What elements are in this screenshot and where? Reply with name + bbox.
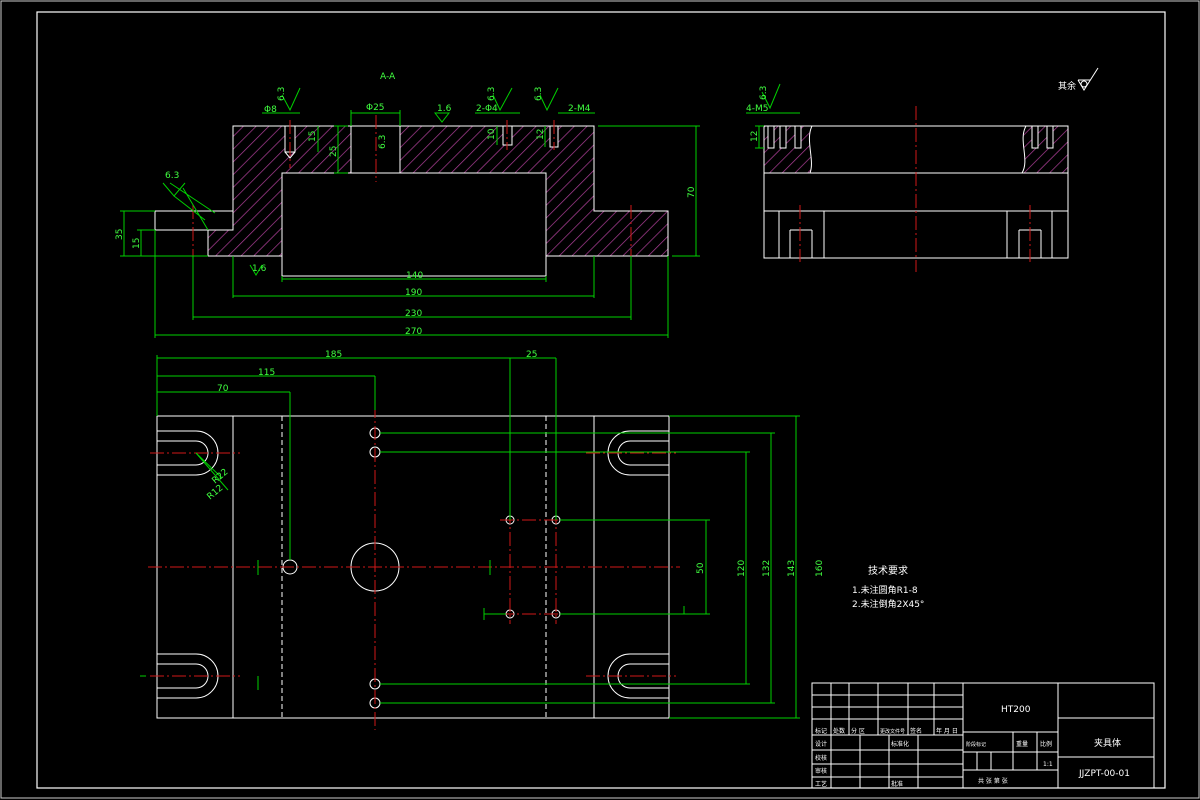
roughness-6.3-side: 6.3 (759, 86, 769, 100)
side-dim-12: 12 (750, 131, 760, 142)
dim-10: 10 (487, 128, 497, 140)
dim-2phi4: 2-Φ4 (476, 104, 498, 114)
dim-4m5: 4-M5 (746, 104, 768, 114)
dim-25: 25 (329, 146, 339, 157)
dim-120: 120 (737, 560, 747, 577)
dim-190: 190 (405, 288, 422, 298)
dim-185: 185 (325, 350, 342, 360)
dim-70-top: 70 (217, 384, 229, 394)
roughness-1.6-bottom: 1.6 (252, 264, 267, 274)
tb-scale: 比例 (1040, 740, 1052, 748)
dim-115: 115 (258, 368, 275, 378)
dim-270: 270 (405, 327, 422, 337)
tb-approve: 批准 (891, 780, 903, 788)
tech-line-1: 1.未注圆角R1-8 (852, 584, 918, 596)
tb-check: 校核 (815, 754, 827, 762)
part-name: 夹具体 (1094, 737, 1121, 749)
roughness-1.6-top: 1.6 (437, 104, 452, 114)
dim-35: 35 (115, 229, 125, 240)
tb-date: 年 月 日 (936, 727, 958, 735)
tb-stage: 阶段标记 (966, 741, 986, 748)
tb-sign: 签名 (910, 727, 922, 735)
dim-230: 230 (405, 309, 422, 319)
roughness-6.3-left: 6.3 (277, 87, 287, 101)
dim-143: 143 (787, 560, 797, 577)
tb-count: 处数 (833, 727, 845, 735)
tech-title: 技术要求 (868, 564, 908, 577)
tb-std: 标准化 (891, 740, 909, 748)
tb-weight: 重量 (1016, 740, 1028, 748)
tb-docno: 更改文件号 (880, 728, 905, 735)
section-label: A-A (380, 72, 396, 82)
drawing-number: JJZPT-00-01 (1078, 769, 1130, 779)
tb-process: 工艺 (815, 780, 827, 788)
roughness-rest-label: 其余 (1058, 80, 1076, 92)
dim-140: 140 (406, 271, 423, 281)
dim-132: 132 (762, 560, 772, 577)
dim-15b: 15 (132, 238, 142, 249)
tb-review: 审核 (815, 767, 827, 775)
roughness-6.3-slot: 6.3 (165, 171, 179, 181)
tb-design: 设计 (815, 740, 827, 748)
dim-2m4: 2-M4 (568, 104, 591, 114)
tb-sheets: 共 张 第 张 (978, 777, 1008, 785)
roughness-6.3-center: 6.3 (378, 135, 388, 149)
dim-15: 15 (308, 131, 318, 142)
tech-line-2: 2.未注倒角2X45° (852, 598, 924, 610)
tb-mark: 标记 (815, 727, 827, 735)
dim-50: 50 (696, 562, 706, 574)
dim-phi8: Φ8 (264, 105, 277, 115)
roughness-6.3-right: 6.3 (487, 87, 497, 101)
material: HT200 (1001, 705, 1031, 715)
scale-value: 1:1 (1043, 761, 1053, 768)
title-block: HT200 夹具体 JJZPT-00-01 1:1 标记 处数 分 区 更改文件… (811, 682, 1155, 789)
top-view: 185 25 115 70 R22 R12 50 120 132 143 (140, 350, 800, 730)
dim-160: 160 (815, 560, 825, 577)
dim-12: 12 (536, 129, 546, 140)
side-view: 4-M5 12 6.3 其余 (746, 67, 1099, 272)
roughness-6.3-m4: 6.3 (534, 87, 544, 101)
dim-25-top: 25 (526, 350, 537, 360)
tb-zone: 分 区 (851, 727, 865, 735)
technical-requirements: 技术要求 1.未注圆角R1-8 2.未注倒角2X45° (852, 564, 924, 610)
dim-r12: R12 (206, 483, 226, 502)
dim-70: 70 (687, 186, 697, 198)
dim-phi25: Φ25 (366, 103, 385, 113)
inner-border (36, 11, 1166, 789)
front-section-view: A-A (115, 72, 700, 338)
